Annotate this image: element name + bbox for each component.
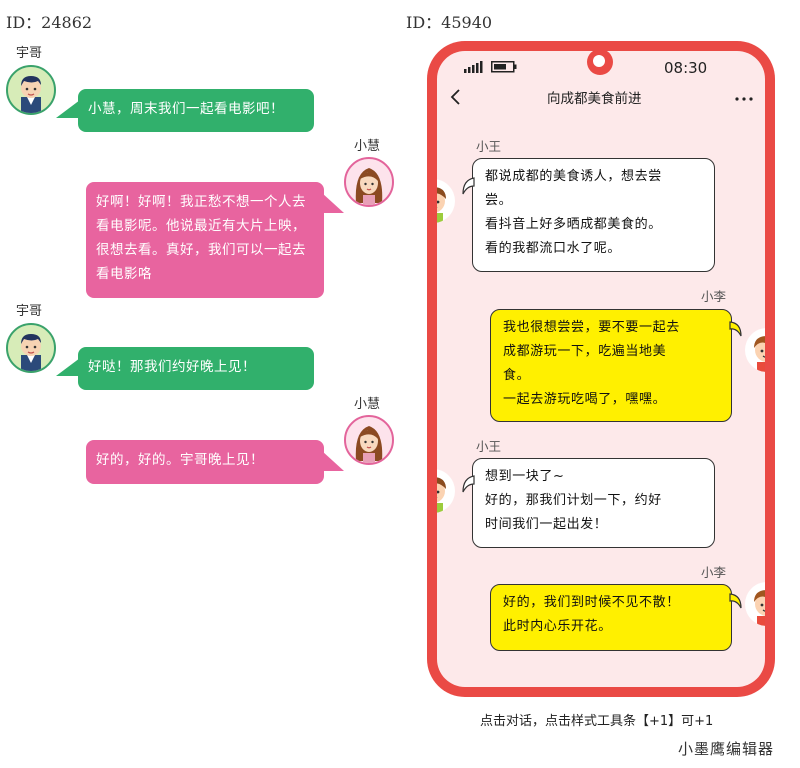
avatar-boy[interactable] [6, 65, 56, 115]
message-line: 好的，那我们计划一下，约好 [485, 493, 662, 508]
left-id-label: ID：24862 [6, 13, 93, 32]
message-line: 看抖音上好多晒成都美食的。 [485, 217, 662, 232]
message-line: 想到一块了~ [485, 469, 565, 484]
avatar-xiaoli[interactable] [745, 582, 765, 626]
status-time: 08:30 [664, 59, 708, 77]
message-line: 我也很想尝尝，要不要一起去 [503, 320, 680, 335]
sender-name: 小王 [476, 439, 502, 454]
message-line: 成都游玩一下，吃遍当地美 [503, 344, 667, 359]
girl-avatar-icon [355, 168, 383, 205]
boy-avatar-icon [21, 334, 41, 371]
sender-name: 小慧 [354, 397, 381, 412]
avatar-boy[interactable] [6, 323, 56, 373]
sender-name: 小慧 [354, 139, 381, 154]
message-line: 都说成都的美食诱人，想去尝 [485, 169, 662, 184]
chat-bubble[interactable]: 都说成都的美食诱人，想去尝 尝。 看抖音上好多晒成都美食的。 看的我都流口水了呢… [472, 158, 715, 272]
bubble-tail [729, 321, 742, 337]
chevron-left-icon[interactable] [449, 88, 461, 106]
boy-cartoon-icon [437, 477, 446, 513]
avatar-girl[interactable] [344, 157, 394, 207]
chat-bubble[interactable]: 好的，我们到时候不见不散！ 此时内心乐开花。 [490, 584, 732, 651]
bubble-tail [462, 475, 475, 493]
chat-bubble[interactable]: 想到一块了~ 好的，那我们计划一下，约好 时间我们一起出发！ [472, 458, 715, 548]
chat-bubble[interactable]: 我也很想尝尝，要不要一起去 成都游玩一下，吃遍当地美 食。 一起去游玩吃喝了，嘿… [490, 309, 732, 422]
hint-text: 点击对话，点击样式工具条【+1】可+1 [480, 714, 714, 729]
chat-bubble[interactable]: 小慧，周末我们一起看电影吧！ [78, 89, 314, 132]
girl-avatar-icon [355, 426, 383, 463]
avatar-xiaowang[interactable] [437, 179, 455, 223]
phone-screen: 08:30 向成都美食前进 小王 都说成都的美食诱人，想去尝 尝。 看抖音上好多… [437, 51, 765, 687]
message-line: 看的我都流口水了呢。 [485, 241, 622, 256]
bubble-tail [729, 593, 742, 609]
bubble-tail [322, 193, 344, 213]
battery-icon [491, 61, 517, 73]
message-line: 食。 [503, 368, 531, 383]
avatar-xiaowang[interactable] [437, 469, 455, 513]
sender-name: 宇哥 [16, 304, 43, 319]
sender-name: 小李 [701, 565, 727, 580]
more-dots-icon[interactable] [734, 96, 754, 102]
chat-title: 向成都美食前进 [547, 91, 642, 107]
bubble-tail [462, 177, 475, 195]
chat-bubble[interactable]: 好哒！那我们约好晚上见！ [78, 347, 314, 390]
chat-bubble[interactable]: 好啊！好啊！我正愁不想一个人去看电影呢。他说最近有大片上映，很想去看。真好，我们… [86, 182, 324, 298]
message-line: 一起去游玩吃喝了，嘿嘿。 [503, 392, 667, 407]
sender-name: 宇哥 [16, 46, 43, 61]
bubble-tail [56, 358, 80, 376]
chat-bubble[interactable]: 好的，好的。宇哥晚上见！ [86, 440, 324, 484]
message-line: 此时内心乐开花。 [503, 619, 612, 634]
signal-icon [464, 61, 483, 73]
message-line: 尝。 [485, 193, 513, 208]
boy-avatar-icon [21, 76, 41, 113]
bubble-tail [322, 451, 344, 471]
bubble-tail [56, 100, 80, 118]
right-id-label: ID：45940 [406, 13, 493, 32]
boy-cartoon-icon [754, 336, 765, 372]
message-line: 好的，我们到时候不见不散！ [503, 595, 680, 610]
brand-label: 小墨鹰编辑器 [678, 740, 775, 758]
boy-cartoon-icon [437, 187, 446, 223]
boy-cartoon-icon [754, 590, 765, 626]
message-line: 时间我们一起出发！ [485, 517, 608, 532]
sender-name: 小李 [701, 289, 727, 304]
avatar-girl[interactable] [344, 415, 394, 465]
camera-notch [587, 51, 613, 75]
avatar-xiaoli[interactable] [745, 328, 765, 372]
sender-name: 小王 [476, 139, 502, 154]
